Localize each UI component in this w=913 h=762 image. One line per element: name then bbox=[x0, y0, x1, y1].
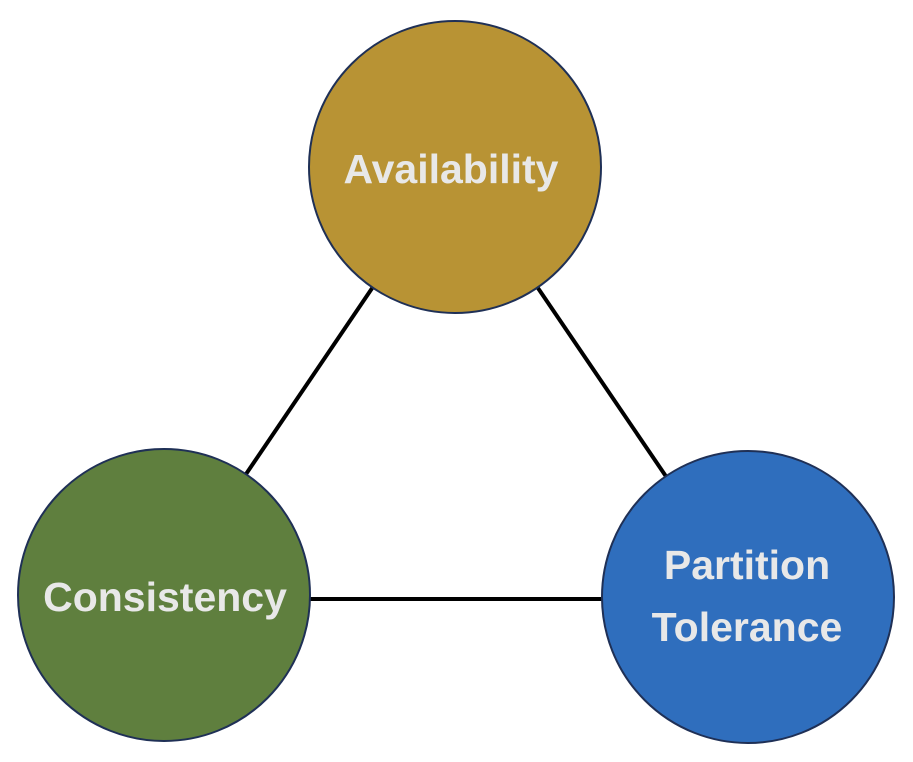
node-availability: Availability bbox=[308, 20, 602, 314]
consistency-label: Consistency bbox=[43, 574, 287, 620]
node-consistency: Consistency bbox=[17, 448, 311, 742]
consistency-circle bbox=[17, 448, 311, 742]
partition-tolerance-label-line1: Partition bbox=[664, 542, 830, 588]
availability-circle bbox=[308, 20, 602, 314]
partition-tolerance-circle bbox=[601, 450, 895, 744]
partition-tolerance-label-line2: Tolerance bbox=[652, 604, 843, 650]
node-partition-tolerance: Partition Tolerance bbox=[601, 450, 895, 744]
availability-label: Availability bbox=[344, 146, 559, 192]
